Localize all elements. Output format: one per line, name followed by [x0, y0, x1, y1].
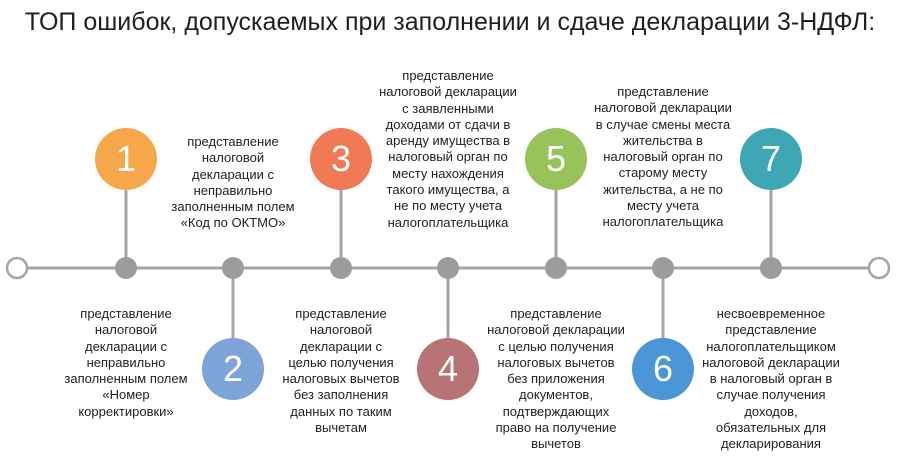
timeline-dot-1: [115, 257, 137, 279]
timeline-dot-5: [545, 257, 567, 279]
timeline-dot-2: [222, 257, 244, 279]
page-title: ТОП ошибок, допускаемых при заполнении и…: [24, 8, 876, 36]
step-5-circle: 5: [525, 128, 587, 190]
step-7-description: несвоевременное представление налогоплат…: [702, 306, 840, 452]
timeline-dot-7: [760, 257, 782, 279]
step-5-description: представление налоговой декларации с цел…: [487, 306, 625, 452]
step-1-description: представление налоговой декларации с неп…: [64, 306, 188, 419]
timeline-dot-3: [330, 257, 352, 279]
step-2-description: представление налоговой декларации с неп…: [171, 134, 295, 231]
step-6-circle: 6: [632, 338, 694, 400]
step-6-description: представление налоговой декларации в слу…: [594, 84, 732, 230]
step-7-circle: 7: [740, 128, 802, 190]
timeline-dot-4: [437, 257, 459, 279]
step-3-description: представление налоговой декларации с цел…: [282, 306, 400, 436]
step-4-circle: 4: [417, 338, 479, 400]
step-3-circle: 3: [310, 128, 372, 190]
timeline-start-marker: [5, 256, 29, 280]
timeline-end-marker: [867, 256, 891, 280]
step-1-circle: 1: [95, 128, 157, 190]
step-2-circle: 2: [202, 338, 264, 400]
timeline-dot-6: [652, 257, 674, 279]
step-4-description: представление налоговой декларации с зая…: [379, 68, 517, 230]
